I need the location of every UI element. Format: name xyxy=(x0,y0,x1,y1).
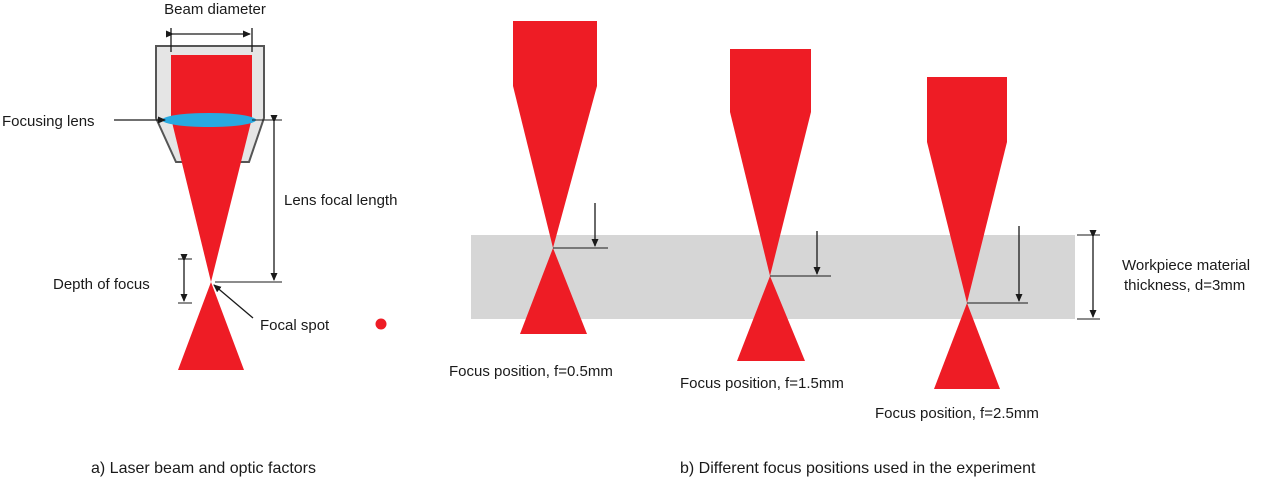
beam-diameter-label: Beam diameter xyxy=(164,1,266,18)
workpiece-label-line1: Workpiece material xyxy=(1122,257,1250,274)
beam-1-lower xyxy=(520,248,587,334)
focus-label-1: Focus position, f=0.5mm xyxy=(449,363,613,380)
beam-converging-a xyxy=(171,118,252,282)
focal-spot-leader xyxy=(213,284,254,319)
focus-label-2: Focus position, f=1.5mm xyxy=(680,375,844,392)
beam-f-1-5 xyxy=(730,49,831,361)
lens-focal-length-label: Lens focal length xyxy=(284,192,397,209)
panel-a: Beam diameter Focusing lens Lens focal l… xyxy=(2,1,397,477)
workpiece-label-line2: thickness, d=3mm xyxy=(1124,277,1245,294)
focal-spot-marker xyxy=(375,318,387,330)
focus-label-3: Focus position, f=2.5mm xyxy=(875,405,1039,422)
focusing-lens xyxy=(162,113,256,127)
beam-3-lower xyxy=(934,303,1000,389)
caption-a: a) Laser beam and optic factors xyxy=(91,460,316,477)
caption-b: b) Different focus positions used in the… xyxy=(680,460,1036,477)
beam-upper-a xyxy=(171,55,252,120)
beam-3-upper xyxy=(927,77,1007,303)
beam-2-upper xyxy=(730,49,811,276)
focusing-lens-label: Focusing lens xyxy=(2,113,95,130)
beam-diverging-a xyxy=(178,282,244,370)
focal-spot-label: Focal spot xyxy=(260,317,330,334)
depth-of-focus-label: Depth of focus xyxy=(53,276,150,293)
beam-1-upper xyxy=(513,21,597,248)
beam-f-2-5 xyxy=(927,77,1028,389)
beam-2-lower xyxy=(737,276,805,361)
panel-b: Workpiece material thickness, d=3mm Focu… xyxy=(449,21,1250,477)
beam-f-0-5 xyxy=(513,21,608,334)
